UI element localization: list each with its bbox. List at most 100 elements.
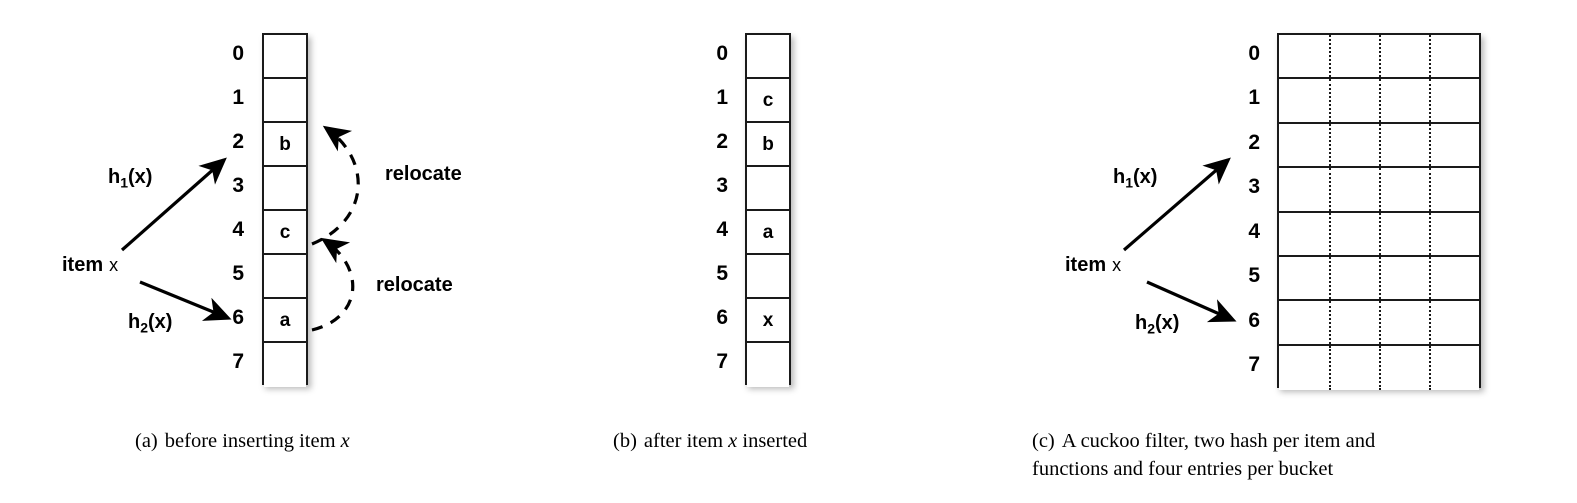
bucket-row: a [264, 299, 306, 343]
bucket-row [747, 255, 789, 299]
entry-divider [1379, 79, 1381, 122]
panel-a-caption-before: before inserting item [164, 430, 341, 452]
entry-divider [1429, 256, 1431, 300]
panel-c-index-column: 0 1 2 3 4 5 6 7 [1222, 33, 1260, 388]
bucket-cell-value: a [762, 221, 774, 243]
bucket-row [1279, 123, 1479, 169]
bucket-row [264, 167, 306, 211]
panel-c-caption-line-1: (c) A cuckoo filter, two hash per item an… [1032, 428, 1532, 456]
panel-a-relocate-label-top: relocate [385, 163, 462, 185]
entry-divider [1329, 35, 1331, 78]
panel-b-index-4: 4 [716, 218, 728, 241]
bucket-row [747, 343, 789, 387]
entry-divider [1429, 79, 1431, 122]
bucket-row [1279, 256, 1479, 302]
entry-divider [1329, 212, 1331, 255]
panel-b-caption-tag: (b) [613, 430, 637, 452]
bucket-row [264, 343, 306, 387]
panel-a-item-label-light: x [109, 255, 119, 275]
entry-divider [1429, 168, 1431, 211]
panel-a-h1-base: h [108, 166, 121, 188]
panel-b-index-3: 3 [716, 174, 728, 197]
panel-b-index-6: 6 [716, 306, 728, 329]
panel-c-index-0: 0 [1248, 42, 1260, 65]
panel-a-index-4: 4 [232, 218, 244, 241]
entry-divider [1329, 345, 1331, 391]
panel-a-index-column: 0 1 2 3 4 5 6 7 [206, 33, 244, 385]
bucket-row [264, 255, 306, 299]
entry-divider [1379, 35, 1381, 78]
panel-a-h1-label: h1(x) [108, 167, 152, 189]
panel-a-h2-base: h [128, 311, 141, 333]
panel-b-caption-italic: x [728, 430, 738, 452]
panel-a-h1-arg: (x) [128, 166, 153, 188]
panel-a-index-3: 3 [232, 174, 244, 197]
bucket-row [1279, 79, 1479, 124]
entry-divider [1329, 123, 1331, 167]
entry-divider [1429, 212, 1431, 255]
bucket-cell-value: x [762, 309, 774, 331]
panel-c-h2-subscript: 2 [1147, 320, 1156, 337]
panel-c-h1-arg: (x) [1133, 166, 1158, 188]
bucket-row: x [747, 299, 789, 343]
panel-b-index-5: 5 [716, 262, 728, 285]
panel-a-h2-label: h2(x) [128, 312, 172, 334]
bucket-cell-value: b [279, 133, 291, 155]
entry-divider [1379, 212, 1381, 255]
panel-a-index-7: 7 [232, 350, 244, 373]
entry-divider [1379, 256, 1381, 300]
bucket-cell-value: c [279, 221, 291, 243]
panel-c-h2-base: h [1135, 312, 1148, 334]
bucket-row [747, 167, 789, 211]
panel-a-caption-tag: (a) [135, 430, 158, 452]
panel-c-caption-text-line1: A cuckoo filter, two hash per item and [1061, 430, 1376, 452]
panel-c-index-6: 6 [1248, 309, 1260, 332]
bucket-row: b [264, 123, 306, 167]
bucket-row: a [747, 211, 789, 255]
panel-a-index-6: 6 [232, 306, 244, 329]
bucket-row: c [264, 211, 306, 255]
entry-divider [1429, 35, 1431, 78]
bucket-row [1279, 35, 1479, 80]
panel-a-relocate-arrow-bottom [311, 237, 355, 332]
panel-c-h1-base: h [1113, 166, 1126, 188]
bucket-row: b [747, 123, 789, 167]
panel-c-h2-label: h2(x) [1135, 313, 1179, 335]
panel-b-index-column: 0 1 2 3 4 5 6 7 [690, 33, 728, 385]
panel-b-caption-before: after item [643, 430, 729, 452]
panel-a-hash-table: b c a [262, 33, 308, 387]
panel-c-caption-tag: (c) [1032, 430, 1055, 452]
bucket-row [1279, 212, 1479, 257]
entry-divider [1429, 301, 1431, 344]
entry-divider [1429, 123, 1431, 167]
entry-divider [1379, 123, 1381, 167]
panel-b-caption-after: inserted [737, 430, 808, 452]
panel-a-index-0: 0 [232, 42, 244, 65]
panel-b-index-0: 0 [716, 42, 728, 65]
panel-b-caption: (b) after item x inserted [613, 428, 943, 456]
panel-b-hash-table: c b a x [745, 33, 791, 387]
panel-b-index-7: 7 [716, 350, 728, 373]
bucket-row [1279, 168, 1479, 213]
bucket-row [264, 35, 306, 79]
panel-c-index-1: 1 [1248, 86, 1260, 109]
entry-divider [1329, 168, 1331, 211]
panel-c-item-label-light: x [1112, 255, 1122, 275]
panel-c-caption-line-2: functions and four entries per bucket [1032, 457, 1334, 480]
panel-c-index-2: 2 [1248, 131, 1260, 154]
panel-a-relocate-label-bottom: relocate [376, 274, 453, 296]
entry-divider [1379, 345, 1381, 391]
panel-a-caption: (a)before inserting item x [135, 428, 495, 456]
entry-divider [1429, 345, 1431, 391]
bucket-cell-value: a [279, 309, 291, 331]
panel-c-index-3: 3 [1248, 175, 1260, 198]
panel-b-index-1: 1 [716, 86, 728, 109]
bucket-row [1279, 301, 1479, 346]
entry-divider [1329, 301, 1331, 344]
panel-a-item-label-bold: item [62, 254, 104, 276]
bucket-row [264, 79, 306, 123]
panel-c-index-4: 4 [1248, 220, 1260, 243]
